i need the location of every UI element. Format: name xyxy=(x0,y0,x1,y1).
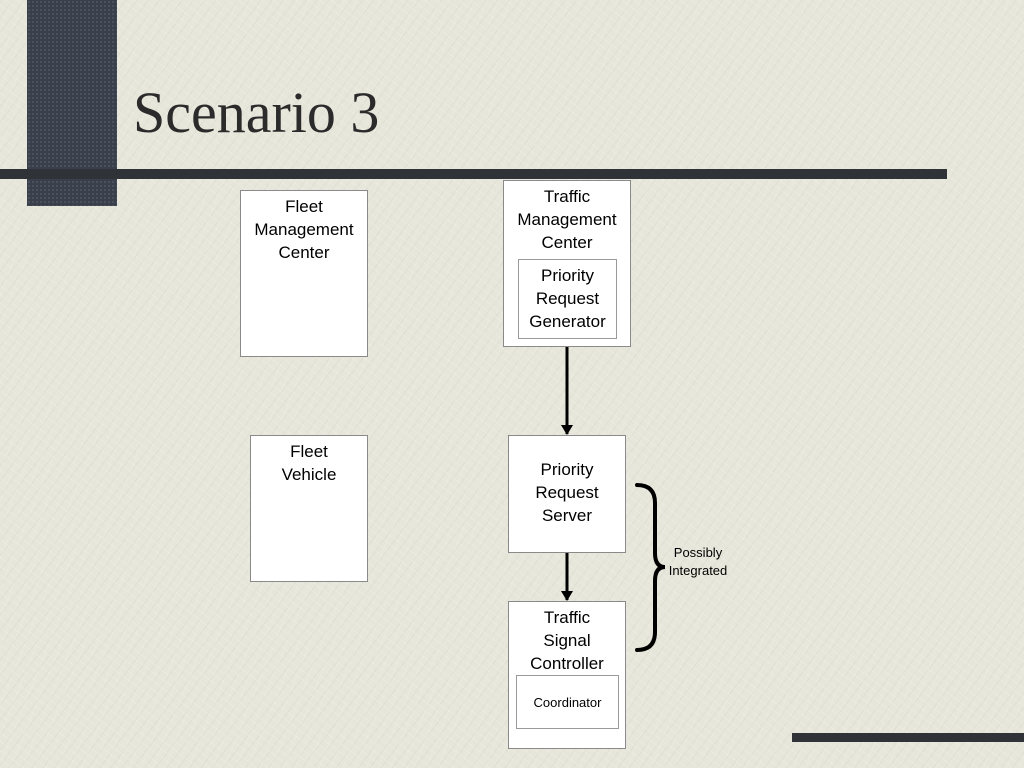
fleet-management-center-label: Fleet Management Center xyxy=(254,197,354,262)
fleet-vehicle-box: Fleet Vehicle xyxy=(250,435,368,582)
fleet-vehicle-label: Fleet Vehicle xyxy=(281,442,337,484)
title-divider xyxy=(0,169,947,179)
priority-request-generator-label: Priority Request Generator xyxy=(529,266,606,331)
fleet-management-center-box: Fleet Management Center xyxy=(240,190,368,357)
coordinator-box: Coordinator xyxy=(516,675,619,729)
priority-request-generator-box: Priority Request Generator xyxy=(518,259,617,339)
traffic-signal-controller-label: Traffic Signal Controller xyxy=(530,608,604,673)
coordinator-label: Coordinator xyxy=(533,695,602,710)
traffic-management-center-box: Traffic Management Center Priority Reque… xyxy=(503,180,631,347)
traffic-management-center-label: Traffic Management Center xyxy=(517,187,617,252)
possibly-integrated-annotation: Possibly Integrated xyxy=(668,545,728,578)
priority-request-server-box: Priority Request Server xyxy=(508,435,626,553)
footer-divider xyxy=(792,733,1024,742)
traffic-signal-controller-box: Traffic Signal Controller Coordinator xyxy=(508,601,626,749)
priority-request-server-label: Priority Request Server xyxy=(535,460,599,525)
page-title: Scenario 3 xyxy=(133,80,380,145)
